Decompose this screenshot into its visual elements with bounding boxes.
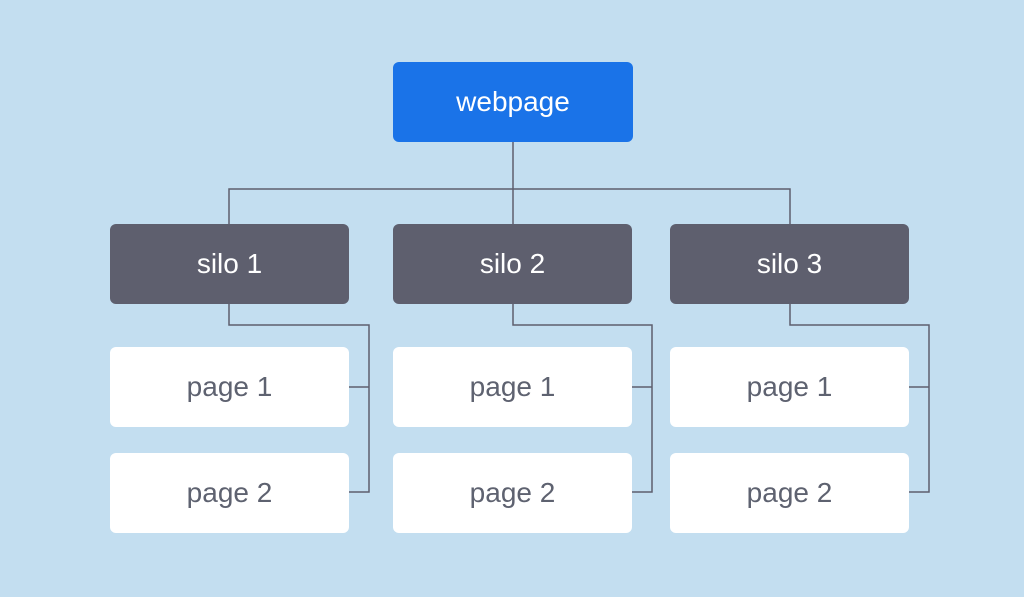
page-node-label: page 2 [746, 477, 833, 508]
silo-3-page-2-node: page 2 [670, 453, 909, 533]
page-node-label: page 2 [186, 477, 273, 508]
silo-2-page-connector [512, 304, 653, 493]
silo-node-label: silo 1 [196, 248, 263, 279]
silo-1-page-connector [228, 304, 370, 493]
page-node-label: page 2 [469, 477, 556, 508]
page-node-label: page 1 [746, 371, 833, 402]
silo-3-page-connector [789, 304, 930, 493]
silo-1-page-1-node: page 1 [110, 347, 349, 427]
root-node-webpage: webpage [393, 62, 633, 142]
silo-3-page-1-node: page 1 [670, 347, 909, 427]
silo-node-3: silo 3 [670, 224, 909, 304]
bus-connector [228, 188, 791, 224]
page-node-label: page 1 [469, 371, 556, 402]
silo-2-page-2-node: page 2 [393, 453, 632, 533]
silo-1-page-2-node: page 2 [110, 453, 349, 533]
page-node-label: page 1 [186, 371, 273, 402]
silo-node-2: silo 2 [393, 224, 632, 304]
silo-node-label: silo 2 [479, 248, 546, 279]
silo-node-1: silo 1 [110, 224, 349, 304]
silo-node-label: silo 3 [756, 248, 823, 279]
root-node-label: webpage [456, 86, 570, 117]
silo-2-page-1-node: page 1 [393, 347, 632, 427]
